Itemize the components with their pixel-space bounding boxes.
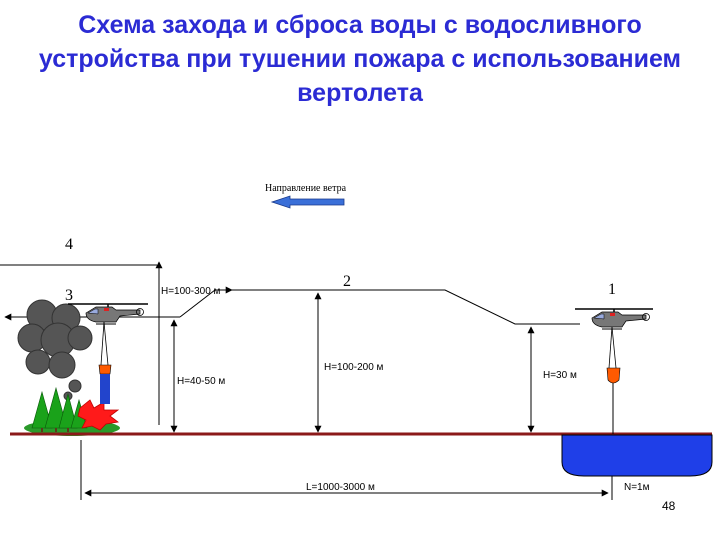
- fire-icon: [77, 399, 120, 431]
- height-drop-label: H=40-50 м: [177, 376, 225, 387]
- point-3-label: 3: [65, 287, 73, 304]
- page-number: 48: [662, 499, 676, 513]
- point-1-label: 1: [608, 281, 616, 298]
- height-approach-label: H=100-300 м: [161, 286, 221, 297]
- smoke-cloud: [17, 299, 93, 401]
- point-4-label: 4: [65, 236, 73, 253]
- height-pickup-label: H=30 м: [543, 370, 577, 381]
- wind-arrow-icon: [270, 195, 345, 209]
- distance-length-label: L=1000-3000 м: [306, 482, 375, 493]
- wind-direction-label: Направление ветра: [265, 183, 347, 194]
- page-title: Схема захода и сброса воды с водосливног…: [38, 11, 682, 107]
- helicopter-pickup-icon: [575, 308, 653, 434]
- distance-dimension: [80, 440, 613, 500]
- height-middle-label: H=100-200 м: [324, 362, 384, 373]
- helicopter-drop-icon: [68, 303, 148, 404]
- point-2-label: 2: [343, 273, 351, 290]
- water-depth-label: N=1м: [624, 482, 650, 493]
- water-body: [561, 434, 713, 477]
- forest-trees-icon: [31, 386, 88, 432]
